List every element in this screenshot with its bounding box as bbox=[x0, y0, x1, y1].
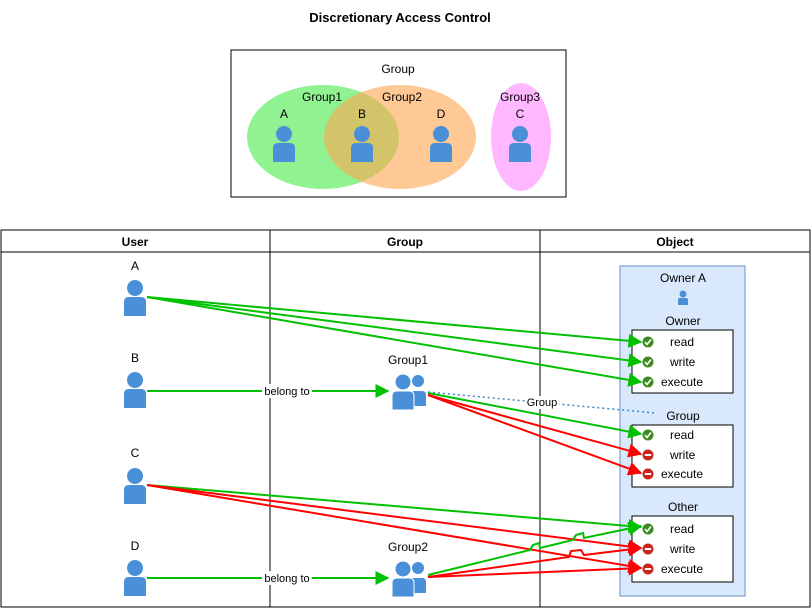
arrow-group2-execute bbox=[427, 561, 643, 578]
venn-group3-label: Group3 bbox=[500, 90, 540, 104]
permission-execute-label: execute bbox=[661, 375, 703, 389]
permission-write-label: write bbox=[669, 542, 696, 556]
check-icon bbox=[642, 336, 654, 348]
user-c-label: C bbox=[131, 446, 140, 460]
user-b-label: B bbox=[131, 351, 139, 365]
user-icon bbox=[124, 560, 146, 596]
check-icon bbox=[642, 376, 654, 388]
user-icon bbox=[430, 126, 452, 162]
check-icon bbox=[642, 356, 654, 368]
venn-user-c-label: C bbox=[516, 107, 525, 121]
deny-icon bbox=[642, 468, 654, 480]
belong-to-label-group1: belong to bbox=[264, 386, 309, 398]
user-icon bbox=[124, 372, 146, 408]
arrow-c-write bbox=[146, 484, 643, 554]
user-icon bbox=[124, 280, 146, 316]
object-owner-label: Owner A bbox=[660, 271, 706, 285]
deny-icon bbox=[642, 449, 654, 461]
belong-to-label-group2: belong to bbox=[264, 573, 309, 585]
permission-execute-label: execute bbox=[661, 562, 703, 576]
access-arrows bbox=[146, 296, 656, 585]
arrow-c-execute bbox=[146, 484, 643, 573]
table-frame bbox=[0, 229, 811, 608]
venn-group2-label: Group2 bbox=[382, 90, 422, 104]
owner-user-icon bbox=[678, 290, 688, 305]
other-section-title: Other bbox=[668, 500, 698, 514]
venn-diagram: Group Group1 Group2 Group3 A B D C bbox=[230, 49, 567, 198]
check-icon bbox=[642, 429, 654, 441]
arrow-group1-read bbox=[427, 392, 643, 439]
group-link-label: Group bbox=[527, 397, 558, 409]
user-icon bbox=[351, 126, 373, 162]
permission-execute-label: execute bbox=[661, 467, 703, 481]
deny-icon bbox=[642, 543, 654, 555]
venn-user-d-label: D bbox=[437, 107, 446, 121]
user-column: A B C D bbox=[124, 259, 146, 596]
permission-write-label: write bbox=[669, 448, 696, 462]
arrow-a-owner-execute bbox=[146, 296, 643, 387]
column-header-group: Group bbox=[387, 235, 423, 249]
arrow-a-owner-write bbox=[146, 296, 643, 368]
arrow-group2-write bbox=[427, 542, 643, 578]
venn-group2-ellipse bbox=[324, 85, 476, 189]
arrow-group2-read bbox=[427, 521, 643, 576]
permission-read-label: read bbox=[670, 522, 694, 536]
deny-icon bbox=[642, 563, 654, 575]
user-a-label: A bbox=[131, 259, 139, 273]
diagram-title: Discretionary Access Control bbox=[309, 10, 491, 25]
user-d-label: D bbox=[131, 539, 140, 553]
group-users-icon bbox=[391, 560, 426, 598]
object-container: Owner A Owner Group Other read write exe… bbox=[619, 265, 746, 597]
arrow-a-owner-read bbox=[146, 296, 643, 348]
permission-write-label: write bbox=[669, 355, 696, 369]
venn-group1-label: Group1 bbox=[302, 90, 342, 104]
permission-read-label: read bbox=[670, 428, 694, 442]
group-column: Group1 Group2 bbox=[388, 353, 428, 598]
group-section-title: Group bbox=[666, 409, 700, 423]
arrow-c-read bbox=[146, 484, 643, 533]
check-icon bbox=[642, 523, 654, 535]
column-header-user: User bbox=[122, 235, 149, 249]
user-icon bbox=[273, 126, 295, 162]
venn-label: Group bbox=[381, 62, 415, 76]
user-icon bbox=[124, 468, 146, 504]
venn-user-b-label: B bbox=[358, 107, 366, 121]
user-icon bbox=[509, 126, 531, 162]
venn-user-a-label: A bbox=[280, 107, 288, 121]
permission-read-label: read bbox=[670, 335, 694, 349]
arrow-group1-execute bbox=[427, 394, 643, 476]
edge-labels: belong to belong to Group bbox=[262, 384, 559, 585]
arrow-group1-write bbox=[427, 394, 643, 458]
group1-label: Group1 bbox=[388, 353, 428, 367]
group2-label: Group2 bbox=[388, 540, 428, 554]
column-header-object: Object bbox=[656, 235, 693, 249]
swimlane-table: User Group Object bbox=[0, 229, 811, 608]
owner-section-title: Owner bbox=[665, 314, 700, 328]
group-users-icon bbox=[391, 373, 426, 411]
